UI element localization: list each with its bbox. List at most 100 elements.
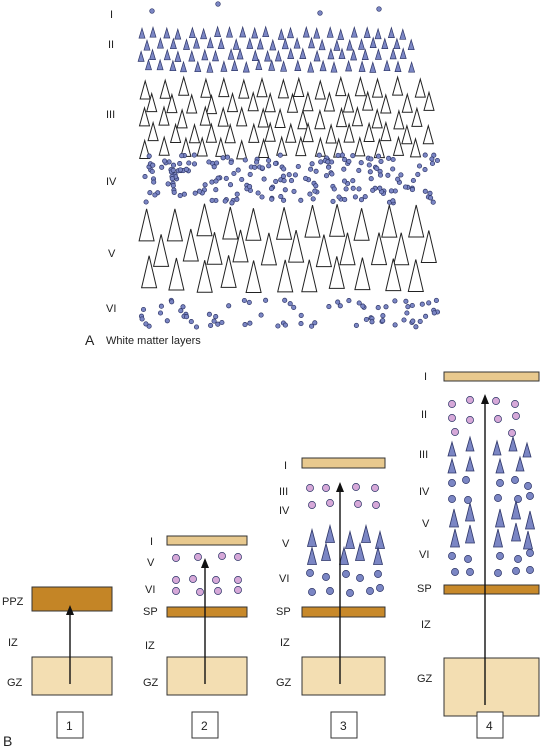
stage-3-subplate: [301, 606, 386, 618]
layer-ii-neuron: [226, 25, 233, 38]
layer-ii-neuron: [287, 47, 295, 59]
layer-ii-neuron: [389, 47, 397, 60]
layer-vi-cell: [375, 305, 381, 311]
layer-ii-neuron: [212, 49, 219, 62]
layer-vi-cell: [226, 303, 232, 309]
layer-iv-cell: [336, 194, 342, 200]
layer-iv-cell: [331, 186, 337, 192]
stage-4-blue-cell: [496, 479, 504, 487]
layer-iv-cell: [326, 164, 332, 170]
stage-3-label-v: V: [282, 538, 290, 550]
layer-iv-cell: [308, 166, 314, 172]
layer-iii-neuron: [146, 91, 158, 113]
layer-iii-neuron: [257, 107, 269, 128]
layer-iv-cell: [282, 187, 288, 193]
layer-iv-cell: [186, 160, 192, 166]
stage-4-pink-cell: [451, 428, 459, 436]
stage-3-pink-cell: [322, 484, 330, 492]
stage-2-column: I V VI SP IZ GZ 2: [143, 535, 248, 739]
layer-iii-neuron: [335, 106, 348, 128]
layer-iii-neuron: [205, 93, 218, 115]
stage-3-neuron: [338, 545, 350, 565]
layer-ii-neuron: [333, 39, 341, 51]
stage-4-column: I II III IV V VI SP IZ GZ 4: [417, 371, 540, 739]
layer-vi-cell: [287, 301, 293, 307]
layer-iv-cell: [273, 178, 279, 184]
layer-iii-neuron: [285, 122, 297, 143]
layer-ii-neuron: [188, 49, 196, 62]
stage-4-label-gz: GZ: [417, 673, 433, 685]
stage-1-number: 1: [66, 719, 73, 733]
layer-iii-neuron: [414, 77, 426, 98]
layer-vi-cell: [369, 319, 375, 325]
layer-vi-cell: [417, 318, 423, 324]
layer-ii-neuron: [149, 25, 157, 38]
layer-vi-cell: [433, 297, 439, 303]
layer-iii-neuron: [176, 108, 188, 129]
stage-4-blue-cell: [448, 552, 456, 560]
layer-ii-neuron: [268, 59, 276, 71]
layer-iv-cell: [350, 153, 356, 159]
layer-iv-cell: [169, 176, 175, 182]
stage-4-blue-cell: [512, 567, 520, 575]
stage-2-cell: [172, 554, 180, 562]
layer-vi-cell: [258, 312, 264, 318]
layer-iii-neuron: [188, 122, 201, 144]
layer-vi-cell: [282, 322, 288, 328]
layer-iv-cell: [179, 153, 185, 159]
stage-1-label-ppz: PPZ: [2, 596, 24, 608]
layer-ii-neuron: [383, 59, 391, 72]
layer-ii-neuron: [183, 38, 190, 50]
stage-2-cell: [234, 553, 242, 561]
stage-4-neuron-v: [464, 502, 476, 522]
layer-vi-cell: [419, 301, 425, 307]
layer-vi-cell: [380, 318, 386, 324]
stage-4-neuron-v: [510, 500, 522, 520]
layer-vi-cell: [410, 318, 416, 324]
layer-v-neuron: [407, 259, 424, 292]
layer-v-neuron: [287, 229, 305, 263]
layer-ii-neuron: [280, 60, 288, 72]
layer-iv-cell: [268, 186, 275, 192]
layer-ii-neuron: [188, 26, 196, 39]
stage-4-blue-cell: [514, 495, 522, 503]
layer-vi-cell: [275, 323, 281, 329]
stage-2-label-sp: SP: [143, 606, 158, 618]
layer-ii-neuron: [143, 38, 151, 51]
layer-iv-cell: [142, 174, 148, 180]
layer-ii-neuron: [369, 61, 377, 73]
layer-ii-neuron: [149, 48, 156, 60]
stage-3-neuron: [374, 529, 386, 549]
layer-iii-neuron: [217, 106, 229, 127]
layer-v-neuron: [385, 258, 402, 292]
stage-3-arrowhead: [336, 482, 344, 492]
layer-iv-cell: [266, 163, 272, 169]
layer-iii-neuron: [196, 136, 208, 157]
layer-iii-neuron: [302, 121, 314, 143]
layer-iii-neuron: [218, 76, 230, 98]
stage-3-germinal-zone: [301, 656, 386, 696]
layer-iv-cell: [281, 197, 287, 203]
layer-iv-cell: [378, 158, 384, 164]
layer-iv-cell: [278, 194, 284, 200]
layer-vi-cell: [140, 306, 147, 313]
layer-label-iv: IV: [106, 176, 117, 188]
layer-vi-cell: [380, 313, 386, 319]
stage-4-pink-cell: [448, 400, 456, 408]
layer-iv-cell: [196, 188, 203, 194]
layer-iv-cell: [325, 159, 331, 165]
layer-iv-cell: [313, 183, 319, 189]
layer-iv-cell: [177, 167, 183, 173]
stage-3-blue-cell: [356, 574, 364, 582]
layer-label-vi: VI: [106, 303, 116, 315]
layer-vi-cell: [409, 302, 415, 309]
layer-iv-cell: [377, 185, 383, 191]
layer-iv-cell: [318, 159, 324, 165]
stage-2-cell: [212, 576, 220, 584]
stage-2-label-v: V: [147, 557, 155, 569]
layer-iii-neuron: [380, 120, 392, 142]
layer-iii-neuron: [248, 122, 260, 143]
layer-ii-neuron: [374, 27, 382, 40]
layer-ii-neuron: [277, 28, 285, 40]
layer-iv-cell: [227, 182, 234, 188]
